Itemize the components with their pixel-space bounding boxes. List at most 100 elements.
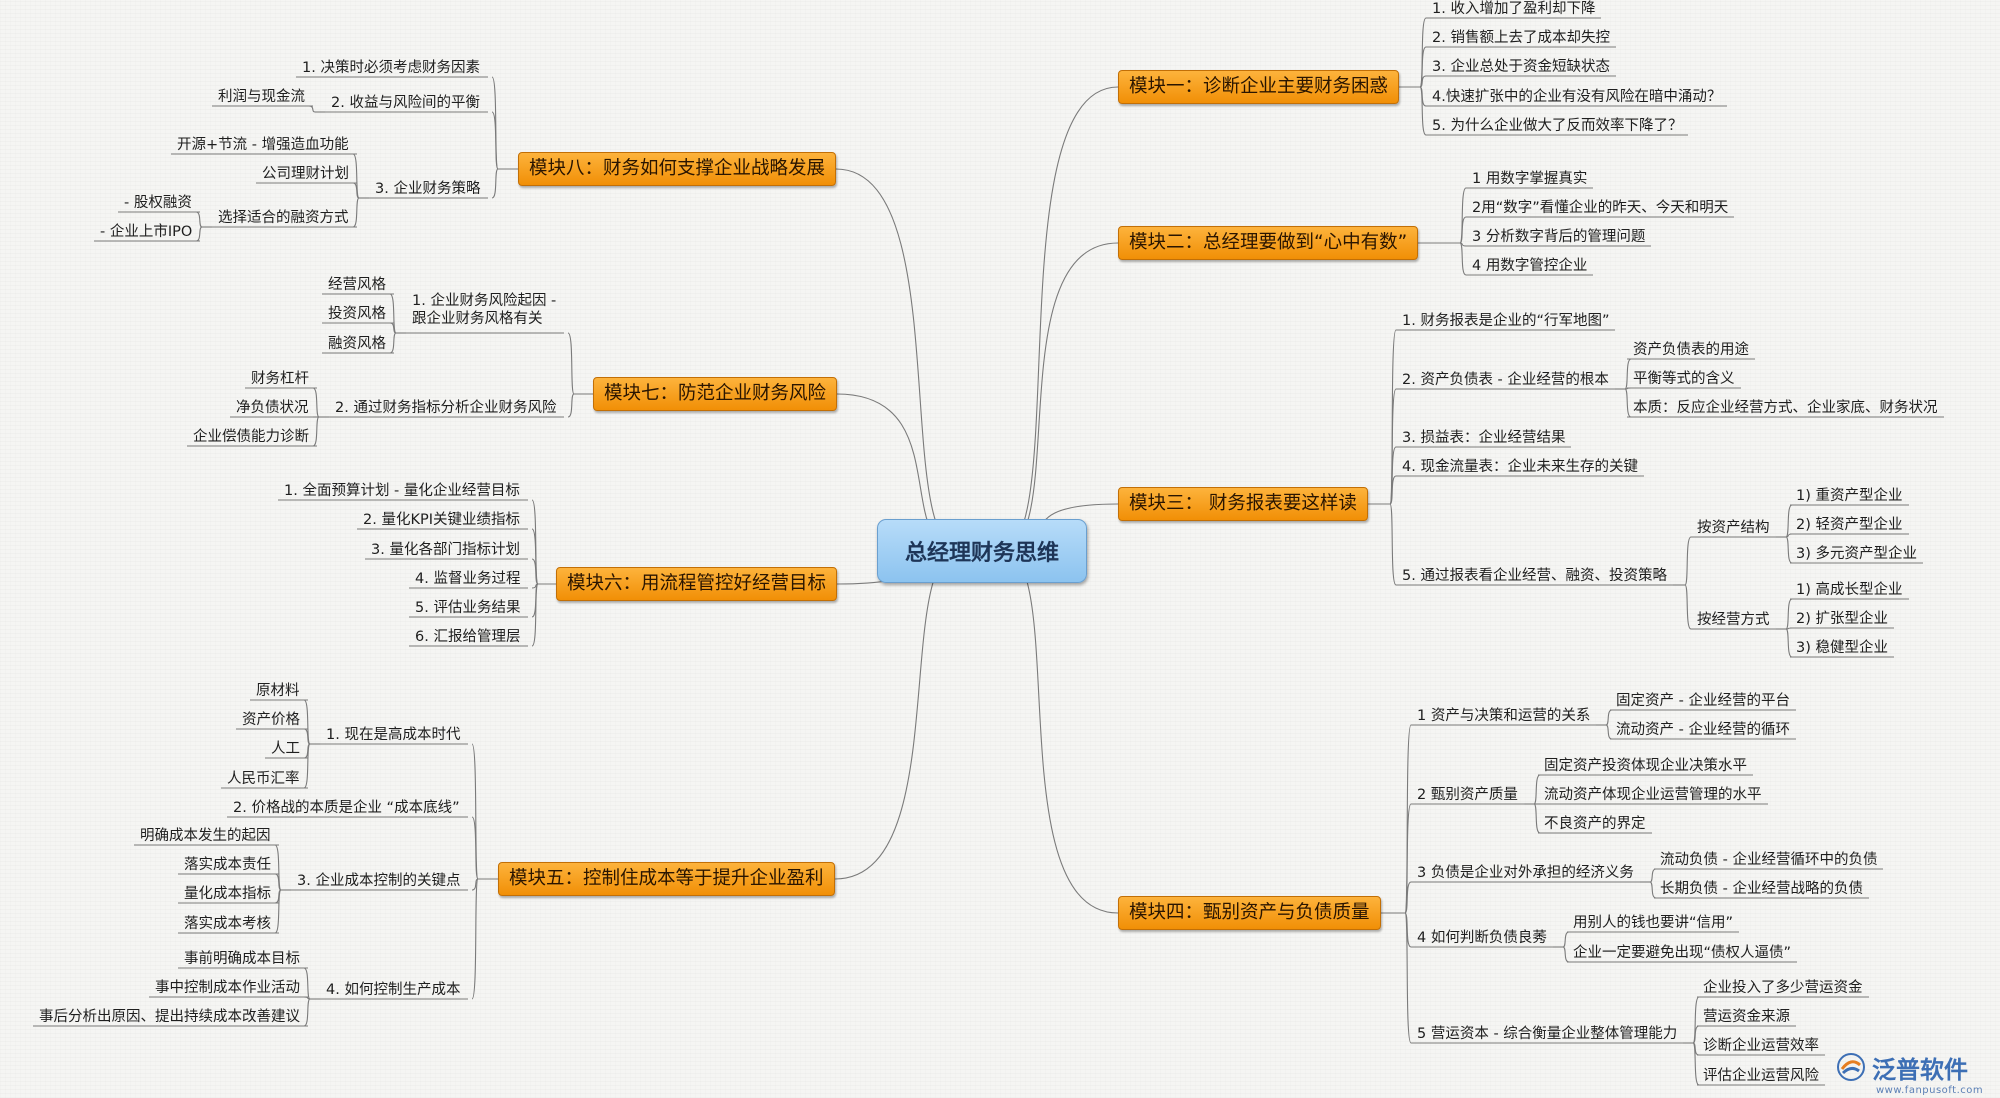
m5-item: 4. 如何控制生产成本 — [326, 982, 461, 998]
connector — [303, 967, 311, 1000]
connector — [1562, 946, 1570, 963]
connector — [1419, 86, 1427, 136]
m7-item-line: 1. 企业财务风险起因 - — [412, 293, 557, 309]
connector — [1404, 912, 1412, 1044]
m1-item: 1. 收入增加了盈利却下降 — [1432, 1, 1596, 17]
connector — [1419, 46, 1427, 88]
m3-bs-item: 平衡等式的含义 — [1633, 371, 1735, 387]
connector — [835, 168, 962, 551]
m3-asset-item: 3) 多元资产型企业 — [1796, 546, 1917, 562]
m4-s4-item: 用别人的钱也要讲“信用” — [1573, 915, 1734, 931]
module-7-node[interactable]: 模块七：防范企业财务风险 — [593, 377, 838, 411]
m4-s5-item: 诊断企业运营效率 — [1703, 1038, 1819, 1054]
m3-item: 1. 财务报表是企业的“行军地图” — [1402, 313, 1610, 329]
module-8-node[interactable]: 模块八：财务如何支撑企业战略发展 — [518, 152, 837, 186]
module-2-node[interactable]: 模块二：总经理要做到“心中有数” — [1118, 226, 1419, 260]
m2-item: 1 用数字掌握真实 — [1472, 171, 1588, 187]
m1-item: 5. 为什么企业做大了反而效率下降了？ — [1432, 118, 1683, 134]
m8-item: 3. 企业财务策略 — [375, 181, 481, 197]
m3-item: 3. 损益表：企业经营结果 — [1402, 430, 1566, 446]
connector — [1459, 216, 1467, 244]
module-1-node[interactable]: 模块一：诊断企业主要财务困惑 — [1118, 70, 1400, 104]
connector — [1404, 803, 1412, 914]
m3-bs-item: 资产负债表的用途 — [1633, 342, 1749, 358]
connector — [1459, 242, 1467, 276]
m4-s2-item: 流动资产体现企业运营管理的水平 — [1544, 787, 1762, 803]
connector — [1000, 549, 1119, 914]
connector — [1649, 881, 1657, 899]
m5-s3-item: 落实成本考核 — [184, 916, 271, 932]
watermark-url: www.fanpusoft.com — [1876, 1085, 1984, 1096]
m5-s3-item: 量化成本指标 — [184, 886, 271, 902]
connector — [1389, 475, 1397, 505]
connector — [1624, 358, 1632, 390]
m5-item: 3. 企业成本控制的关键点 — [297, 873, 461, 889]
connector — [352, 182, 360, 199]
connector — [491, 168, 499, 199]
m6-item: 5. 评估业务结果 — [415, 600, 521, 616]
connector — [195, 226, 203, 242]
connector — [1459, 187, 1467, 244]
connector — [567, 393, 575, 418]
connector — [1605, 709, 1613, 726]
m3-oper-item: 2) 扩张型企业 — [1796, 611, 1888, 627]
m5-s1-item: 人民币汇率 — [227, 771, 300, 787]
connector — [303, 743, 311, 789]
m1-item: 3. 企业总处于资金短缺状态 — [1432, 59, 1610, 75]
connector — [471, 878, 479, 1000]
m5-s3-item: 落实成本责任 — [184, 857, 271, 873]
connector — [352, 153, 360, 199]
watermark-brand: 泛普软件 — [1872, 1056, 1968, 1084]
module-6-node[interactable]: 模块六：用流程管控好经营目标 — [556, 567, 838, 601]
module-3-node[interactable]: 模块三： 财务报表要这样读 — [1118, 487, 1368, 521]
m4-s4-item: 企业一定要避免出现“债权人逼债” — [1573, 945, 1792, 961]
connector — [1785, 598, 1793, 630]
connector — [471, 743, 479, 880]
connector — [1389, 503, 1397, 586]
root-node[interactable]: 总经理财务思维 — [877, 519, 1087, 583]
connector — [1785, 628, 1793, 658]
m2-item: 4 用数字管控企业 — [1472, 258, 1588, 274]
connector — [389, 293, 397, 334]
connector — [1785, 504, 1793, 538]
connector — [352, 197, 360, 228]
m5-item: 1. 现在是高成本时代 — [326, 727, 461, 743]
m5-s4-item: 事中控制成本作业活动 — [155, 980, 300, 996]
m4-s1-item: 固定资产 - 企业经营的平台 — [1616, 693, 1790, 709]
m2-item: 3 分析数字背后的管理问题 — [1472, 229, 1646, 245]
m3-group: 按资产结构 — [1697, 520, 1770, 536]
m4-s5-item: 评估企业运营风险 — [1703, 1068, 1819, 1084]
connector — [531, 528, 539, 585]
m4-item: 1 资产与决策和运营的关系 — [1417, 708, 1591, 724]
m4-item: 4 如何判断负债良莠 — [1417, 930, 1547, 946]
m7-s2-item: 财务杠杆 — [251, 371, 309, 387]
m7-item: 1. 企业财务风险起因 -跟企业财务风格有关 — [412, 292, 556, 328]
connector — [274, 889, 282, 934]
connector — [531, 583, 539, 647]
module-5-node[interactable]: 模块五：控制住成本等于提升企业盈利 — [498, 862, 835, 896]
m5-s4-item: 事前明确成本目标 — [184, 951, 300, 967]
m5-s1-item: 资产价格 — [242, 712, 300, 728]
m5-s3-item: 明确成本发生的起因 — [140, 828, 271, 844]
m4-s2-item: 不良资产的界定 — [1544, 816, 1646, 832]
m8-s2-item: 利润与现金流 — [218, 89, 305, 105]
connector — [1692, 1042, 1700, 1086]
fanpu-logo-icon — [1837, 1053, 1865, 1081]
m7-item: 2. 通过财务指标分析企业财务风险 — [335, 400, 557, 416]
m4-item: 5 营运资本 - 综合衡量企业整体管理能力 — [1417, 1026, 1678, 1042]
connector — [312, 416, 320, 447]
m1-item: 2. 销售额上去了成本却失控 — [1432, 30, 1610, 46]
m3-group: 按经营方式 — [1697, 612, 1770, 628]
m5-s4-item: 事后分析出原因、提出持续成本改善建议 — [39, 1009, 300, 1025]
connector — [1533, 803, 1541, 834]
connector — [1649, 868, 1657, 883]
m4-s3-item: 流动负债 - 企业经营循环中的负债 — [1660, 852, 1878, 868]
module-4-node[interactable]: 模块四：甄别资产与负债质量 — [1118, 896, 1381, 930]
m3-asset-item: 2) 轻资产型企业 — [1796, 517, 1903, 533]
connector — [1785, 536, 1793, 564]
m3-bs-item: 本质：反应企业经营方式、企业家底、财务状况 — [1633, 400, 1938, 416]
connector — [195, 211, 203, 228]
connector — [389, 332, 397, 354]
m5-s1-item: 人工 — [271, 741, 300, 757]
connector — [303, 699, 311, 745]
